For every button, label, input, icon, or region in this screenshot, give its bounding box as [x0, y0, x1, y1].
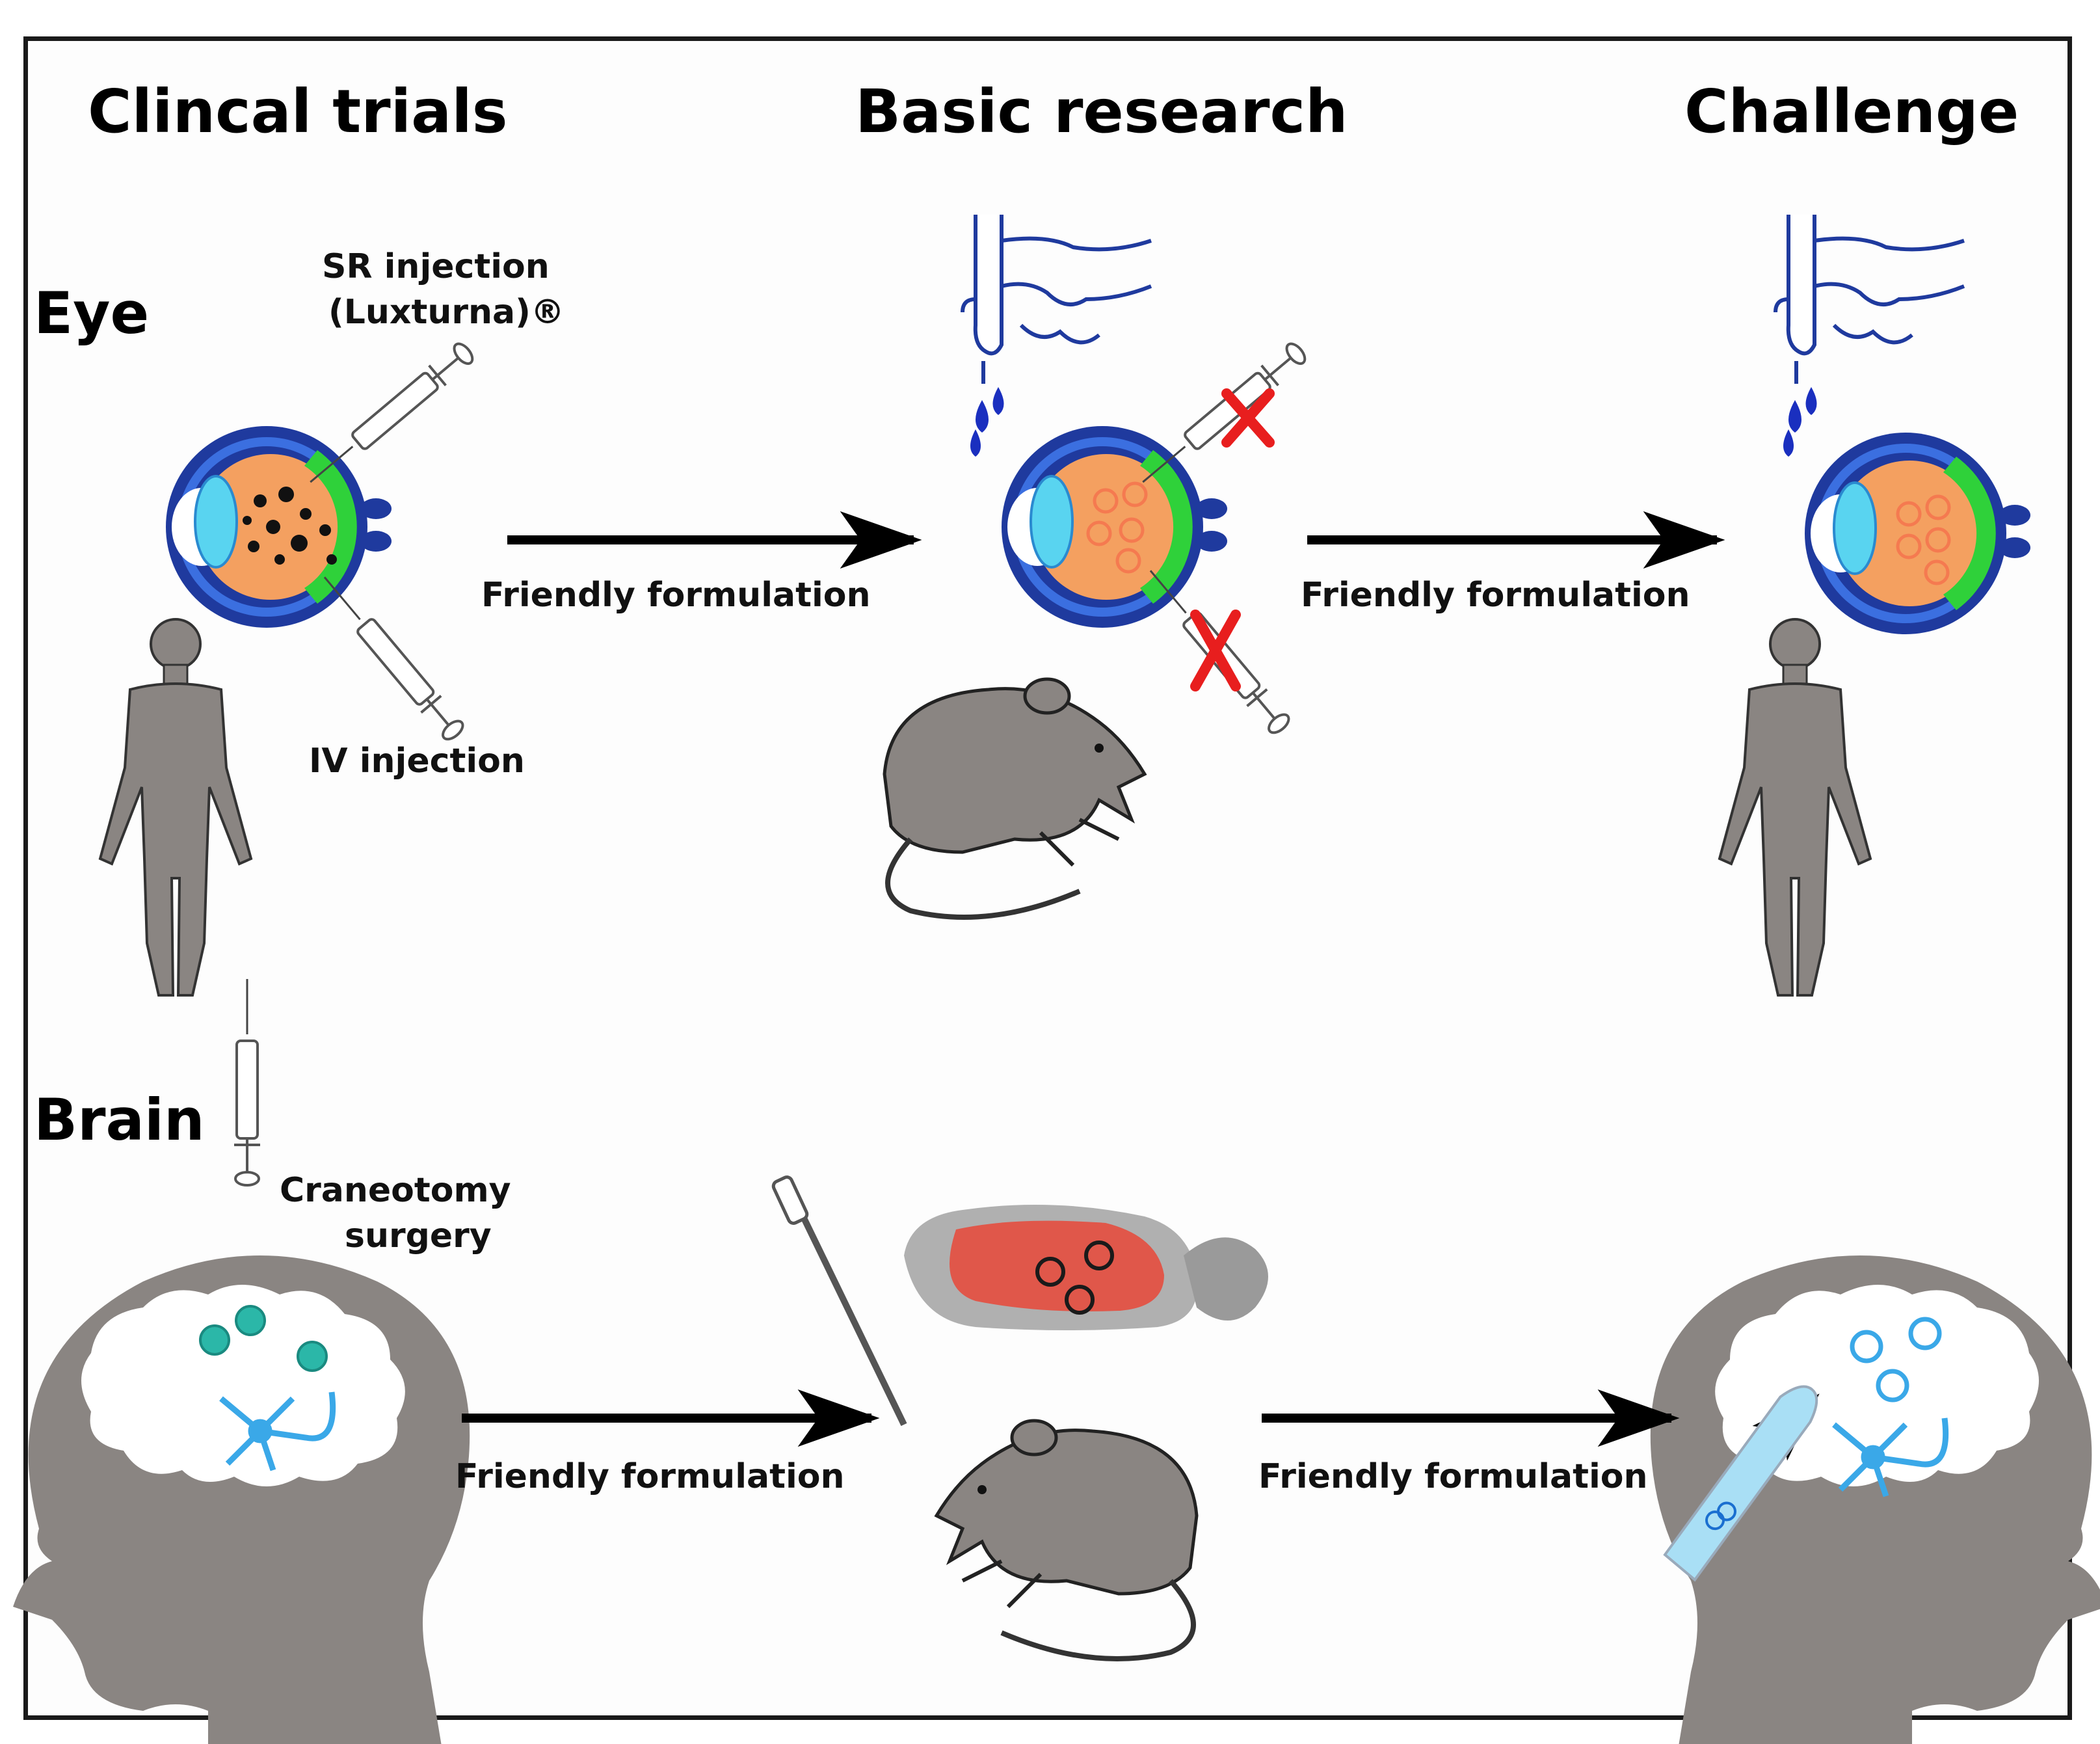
label-arrow-brain-1: Friendly formulation: [455, 1457, 845, 1496]
pipette: [771, 1175, 907, 1427]
label-luxturna: (Luxturna)®: [328, 293, 565, 332]
header-challenge: Challenge: [1684, 77, 2019, 146]
nanoparticles-basic-eye: [1086, 481, 1148, 574]
row-label-brain: Brain: [34, 1086, 205, 1153]
header-clinical-trials: Clincal trials: [88, 77, 508, 146]
eye-particles-clinical: [243, 487, 337, 565]
blocked-mark-bottom: [1190, 610, 1241, 691]
nasal-spray: [1663, 1385, 1818, 1582]
label-sr-injection: SR injection: [322, 247, 550, 286]
brain-slice: [904, 1205, 1268, 1330]
row-label-eye: Eye: [34, 280, 150, 347]
nanoparticles-challenge-eye: [1896, 494, 1951, 585]
label-craneotomy: Craneotomy: [280, 1171, 511, 1210]
label-iv-injection: IV injection: [309, 742, 525, 781]
neuron-challenge: [1832, 1417, 1949, 1497]
header-basic-research: Basic research: [855, 77, 1348, 146]
cluster-particles: [199, 1305, 328, 1372]
nanoparticles-challenge-brain: [1850, 1317, 1942, 1402]
neuron-clinical: [219, 1391, 336, 1471]
label-arrow-eye-2: Friendly formulation: [1301, 576, 1690, 615]
blocked-mark-top: [1221, 388, 1275, 448]
label-arrow-brain-2: Friendly formulation: [1258, 1457, 1648, 1496]
label-surgery: surgery: [345, 1216, 492, 1255]
label-arrow-eye-1: Friendly formulation: [481, 576, 871, 615]
